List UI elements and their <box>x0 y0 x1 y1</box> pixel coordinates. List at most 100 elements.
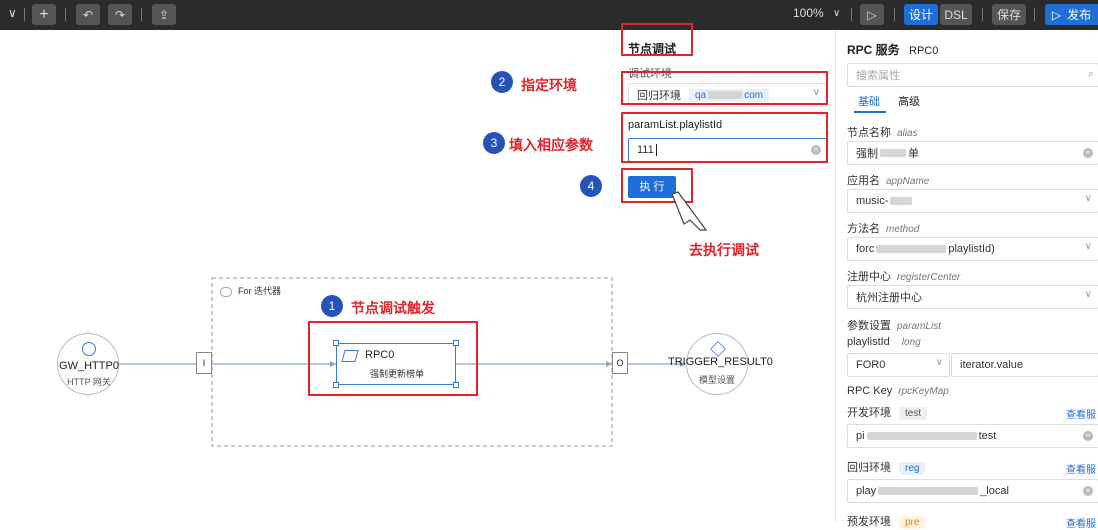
debug-param-input[interactable]: 111 × <box>628 138 827 162</box>
iterator-header: For 迭代器 <box>220 284 281 297</box>
toolbar-divider <box>65 8 66 21</box>
chevron-down-icon: ∨ <box>1084 289 1092 300</box>
annotation-step1: 节点调试触发 <box>351 300 435 316</box>
clear-icon[interactable]: × <box>811 145 821 155</box>
text-caret <box>655 144 657 156</box>
env-pre-label: 预发环境 pre <box>847 513 926 529</box>
field-prefix: play <box>856 485 877 497</box>
resize-handle[interactable] <box>333 382 339 388</box>
env-reg-input[interactable]: play _local × <box>847 479 1098 503</box>
publish-icon: ▷ <box>1051 7 1062 22</box>
trigger-result-node[interactable] <box>686 333 748 395</box>
gw-http-node[interactable]: GW_HTTP0 HTTP 网关 <box>57 333 119 395</box>
design-mode-button[interactable]: 设计 <box>904 4 938 25</box>
debug-param-value: 111 <box>637 144 654 156</box>
field-value: 杭州注册中心 <box>856 292 922 304</box>
callout-arrow <box>671 191 708 231</box>
zoom-chevron-icon[interactable]: ∨ <box>833 8 841 19</box>
view-service-link[interactable]: 查看服 <box>1066 410 1096 421</box>
redo-button[interactable]: ↷ <box>108 4 132 25</box>
rpc-node-subtitle: 强制更新榜单 <box>369 369 424 379</box>
arrow-head <box>606 361 612 367</box>
field-value: FOR0 <box>856 359 886 371</box>
env-pre-tag: pre <box>899 516 926 529</box>
label-text: 节点名称 <box>847 127 891 139</box>
dsl-mode-button[interactable]: DSL <box>940 4 972 25</box>
label-en: registerCenter <box>897 272 961 283</box>
env-reg-label: 回归环境 reg <box>847 459 926 475</box>
label-text: 开发环境 <box>847 407 891 419</box>
props-node-id: RPC0 <box>909 45 939 57</box>
view-service-link[interactable]: 查看服 <box>1066 519 1096 530</box>
tab-advanced[interactable]: 高级 <box>898 96 920 108</box>
step-badge: 2 <box>491 71 513 93</box>
clear-icon[interactable]: × <box>1083 431 1093 441</box>
resize-handle[interactable] <box>453 382 459 388</box>
field-value: music- <box>856 195 889 207</box>
view-service-link[interactable]: 查看服 <box>1066 465 1096 476</box>
redacted-mark <box>876 245 947 253</box>
publish-button[interactable]: ▷ 发布 <box>1045 4 1098 25</box>
chevron-down-icon: ∨ <box>1084 241 1092 252</box>
menu-chevron-icon[interactable]: ∨ <box>8 6 17 20</box>
resize-handle[interactable] <box>453 340 459 346</box>
redacted-mark <box>890 197 913 205</box>
label-en: rpcKeyMap <box>898 386 949 397</box>
iterator-input-port[interactable]: I <box>196 352 212 374</box>
trigger-node-subtitle: 模型设置 <box>698 375 735 385</box>
add-node-button[interactable]: + <box>32 4 56 25</box>
env-reg-tag: reg <box>899 462 926 475</box>
cube-icon <box>710 341 726 357</box>
arrow-head <box>330 361 336 367</box>
annotation-step3: 填入相应参数 <box>509 137 593 153</box>
label-text: 回归环境 <box>847 462 891 474</box>
app-name-select[interactable]: music-∨ <box>847 189 1098 213</box>
host-suffix: com <box>744 89 764 101</box>
zoom-level[interactable]: 100% <box>793 6 824 20</box>
gw-node-title: GW_HTTP0 <box>59 360 119 372</box>
props-search-input[interactable]: 搜索属性 ⌕ <box>847 63 1098 87</box>
tab-active-indicator <box>854 111 886 113</box>
tab-basic[interactable]: 基础 <box>858 96 880 108</box>
playlist-expr-input[interactable]: iterator.value <box>951 353 1098 377</box>
toolbar-divider <box>982 8 983 21</box>
node-name-input[interactable]: 强制单× <box>847 141 1098 165</box>
cloud-upload-button[interactable]: ⇪ <box>152 4 176 25</box>
save-button[interactable]: 保存 <box>992 4 1026 25</box>
toolbar-divider <box>24 8 25 21</box>
annotation-box-rpc-node <box>308 321 478 396</box>
playlist-source-select[interactable]: FOR0∨ <box>847 353 950 377</box>
annotation-box-env <box>621 71 828 105</box>
toolbar-divider <box>894 8 895 21</box>
label-en: method <box>886 224 920 235</box>
redacted-mark <box>878 487 979 495</box>
clear-icon[interactable]: × <box>1083 486 1093 496</box>
undo-button[interactable]: ↶ <box>76 4 100 25</box>
clear-icon[interactable]: × <box>1083 148 1093 158</box>
trigger-node-title: TRIGGER_RESULT0 <box>668 356 773 368</box>
toolbar-divider <box>141 8 142 21</box>
field-suffix: _local <box>980 485 1009 497</box>
label-text: 方法名 <box>847 223 880 235</box>
label-text: 预发环境 <box>847 516 891 528</box>
debug-run-button[interactable]: 执 行 <box>628 176 676 198</box>
rpc-node-title: RPC0 <box>365 349 395 361</box>
debug-param-label: paramList.playlistId <box>628 119 723 131</box>
registry-select[interactable]: 杭州注册中心 ∨ <box>847 285 1098 309</box>
field-suffix: 单 <box>908 148 919 160</box>
field-suffix: playlistId) <box>948 243 995 255</box>
resize-handle[interactable] <box>333 340 339 346</box>
iterator-output-port[interactable]: O <box>612 352 628 374</box>
toolbar: ∨ + ↶ ↷ ⇪ 100% ∨ ▷ 设计 DSL 保存 ▷ 发布 <box>0 0 1098 30</box>
run-preview-button[interactable]: ▷ <box>860 4 884 25</box>
rpc-node[interactable]: RPC0 强制更新榜单 <box>336 343 456 385</box>
debug-env-value: 回归环境 <box>637 90 681 102</box>
